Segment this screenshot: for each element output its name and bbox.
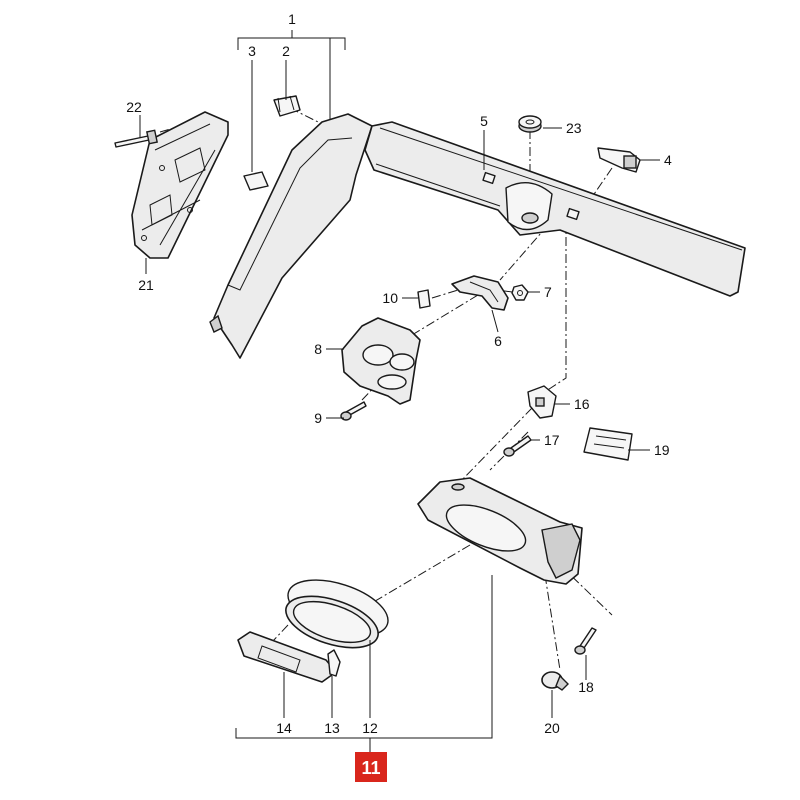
part-12-frame	[285, 579, 389, 649]
callout-1: 1	[288, 11, 296, 27]
part-18-screw	[574, 627, 597, 655]
overhead-console	[417, 477, 583, 585]
callout-9: 9	[314, 410, 322, 426]
callout-8: 8	[314, 341, 322, 357]
part-9-screw	[340, 401, 367, 421]
assembly-line-10-to-6	[431, 289, 459, 299]
part-5-roof-rail	[364, 121, 746, 297]
part-23-grommet	[518, 115, 542, 133]
assembly-line-17-to-console	[489, 431, 529, 471]
part-8-lamp-housing	[341, 317, 421, 405]
part-16-clip	[527, 385, 557, 419]
part-19-label	[583, 427, 633, 461]
callout-22: 22	[126, 99, 142, 115]
callout-7: 7	[544, 284, 552, 300]
group-bracket-11	[235, 575, 493, 752]
group-bracket-1	[237, 30, 346, 120]
group-badge-label: 11	[361, 758, 380, 778]
part-10-block	[417, 289, 431, 309]
callout-16: 16	[574, 396, 590, 412]
assembly-line-console-to-20	[544, 574, 561, 671]
callout-5: 5	[480, 113, 488, 129]
assembly-line-6-to-bracket	[499, 224, 549, 281]
part-20-cap	[541, 671, 569, 691]
callout-17: 17	[544, 432, 560, 448]
callout-4: 4	[664, 152, 672, 168]
part-3-clip-pad	[243, 171, 269, 191]
part-17-screw	[503, 435, 532, 457]
callout-labels: 1 3 2 22 5 23 4 21 10 7 6 8 16 9 17 19 1…	[126, 11, 672, 736]
assembly-line-16-to-console	[459, 407, 533, 483]
assembly-line-4-to-rail	[589, 167, 613, 201]
callout-18: 18	[578, 679, 594, 695]
callout-2: 2	[282, 43, 290, 59]
part-6-bracket	[451, 275, 509, 311]
callout-13: 13	[324, 720, 340, 736]
part-7-nut	[511, 284, 529, 301]
leader-lines	[139, 60, 660, 718]
part-22-screw	[114, 129, 158, 148]
callout-12: 12	[362, 720, 378, 736]
assembly-line-console-to-12	[359, 544, 471, 611]
assembly-line-8-to-6	[411, 294, 479, 336]
assembly-line-7-to-6	[497, 289, 513, 293]
part-13-bulb	[327, 649, 341, 677]
callout-10: 10	[382, 290, 398, 306]
callout-14: 14	[276, 720, 292, 736]
group-badge-11: 11	[355, 752, 387, 782]
callout-20: 20	[544, 720, 560, 736]
group-badge-background	[355, 752, 387, 782]
callout-21: 21	[138, 277, 154, 293]
part-4-clip	[597, 147, 641, 173]
callout-23: 23	[566, 120, 582, 136]
assembly-line-12-to-14	[271, 624, 289, 643]
callout-19: 19	[654, 442, 670, 458]
callout-3: 3	[248, 43, 256, 59]
part-2-clip	[273, 95, 301, 117]
part-1-pillar-trim	[209, 113, 373, 359]
assembly-line-rail-to-16	[539, 220, 567, 396]
callout-6: 6	[494, 333, 502, 349]
part-21-side-panel	[131, 111, 229, 259]
